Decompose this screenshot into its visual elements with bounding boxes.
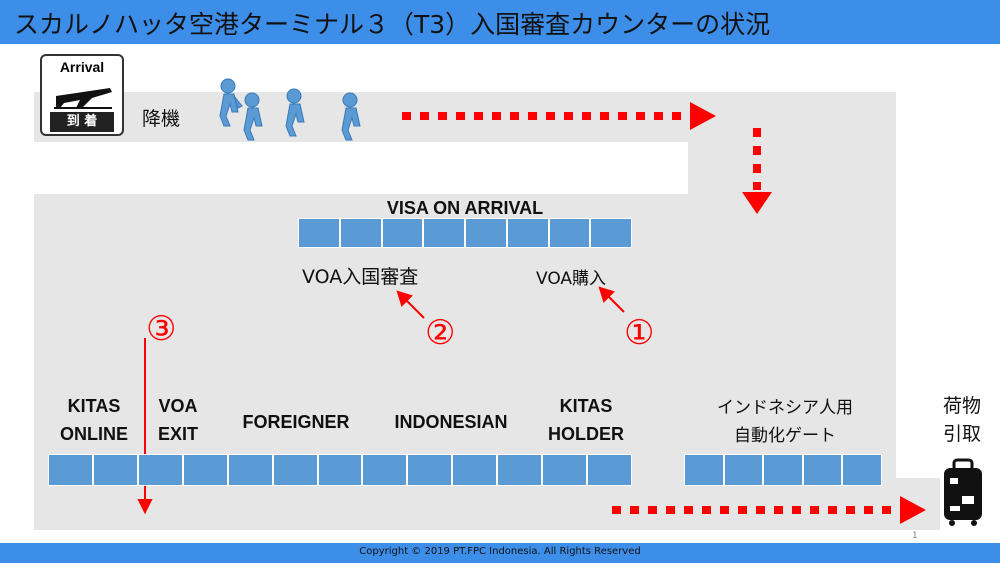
corridor-bend: [688, 142, 896, 194]
auto-gate: [763, 454, 803, 486]
immigration-counter: [182, 454, 228, 486]
immigration-counter: [227, 454, 273, 486]
auto-gate: [684, 454, 724, 486]
passengers-icon: [219, 78, 361, 141]
immigration-counter: [48, 454, 93, 486]
auto-gate: [842, 454, 882, 486]
foreigner-label: FOREIGNER: [242, 412, 350, 432]
arrival-sign-kanji: 到 着: [50, 112, 114, 132]
auto-gate: [802, 454, 843, 486]
voa-counter: [548, 218, 591, 248]
arrow-top-head: [690, 102, 716, 130]
step-2: ②: [425, 313, 456, 353]
step-1: ①: [624, 313, 655, 353]
auto-gate: [723, 454, 764, 486]
arrow-bottom-head: [900, 496, 926, 524]
voa-counter: [506, 218, 549, 248]
copyright-text: Copyright © 2019 PT.FPC Indonesia. All R…: [359, 546, 641, 557]
main-counters: [48, 454, 632, 486]
voa-counter: [465, 218, 507, 248]
arrow-step2-line: [403, 297, 425, 319]
voa-counter: [298, 218, 340, 248]
immigration-counter: [92, 454, 138, 486]
voa-title: VISA ON ARRIVAL: [386, 198, 544, 218]
footer-bar: [0, 543, 1000, 563]
arrival-sign: Arrival 到 着: [40, 54, 124, 136]
auto-gate-label: インドネシア人用 自動化ゲート: [717, 398, 853, 446]
immigration-counter: [362, 454, 408, 486]
title-bar: [0, 0, 1000, 44]
kitas-holder-label: KITAS HOLDER: [548, 396, 624, 444]
arrow-step1-head: [598, 286, 615, 303]
immigration-counter: [137, 454, 183, 486]
immigration-counter: [497, 454, 543, 486]
voa-counter: [339, 218, 382, 248]
voa-counters: [298, 218, 632, 248]
arrow-step3-head: [137, 499, 153, 515]
voa-counter: [381, 218, 424, 248]
arrow-down-head: [742, 192, 772, 214]
baggage-claim-label: 荷物 引取: [942, 395, 981, 445]
immigration-counter: [407, 454, 453, 486]
voa-counter: [590, 218, 632, 248]
immigration-counter: [542, 454, 588, 486]
immigration-counter: [587, 454, 632, 486]
corridor-gap: [34, 142, 688, 194]
suitcase-icon: [944, 458, 982, 526]
arrival-sign-text: Arrival: [59, 59, 105, 75]
step-3: ③: [146, 309, 177, 349]
voa-counter: [423, 218, 465, 248]
airplane-icon: [54, 88, 112, 109]
disembark-label: 降機: [142, 108, 181, 130]
voa-purchase-label: VOA購入: [536, 269, 607, 289]
auto-gate-counters: [684, 454, 882, 486]
voa-immigration-label: VOA入国審査: [302, 266, 419, 288]
page-title: スカルノハッタ空港ターミナル３（T3）入国審査カウンターの状況: [14, 10, 771, 39]
voa-exit-label: VOA EXIT: [157, 396, 198, 444]
immigration-counter: [272, 454, 318, 486]
kitas-online-label: KITAS ONLINE: [59, 396, 128, 444]
arrow-step2-head: [396, 290, 413, 307]
immigration-counter: [317, 454, 363, 486]
immigration-counter: [452, 454, 498, 486]
indonesian-label: INDONESIAN: [394, 412, 508, 432]
page-number: 1: [912, 531, 918, 541]
